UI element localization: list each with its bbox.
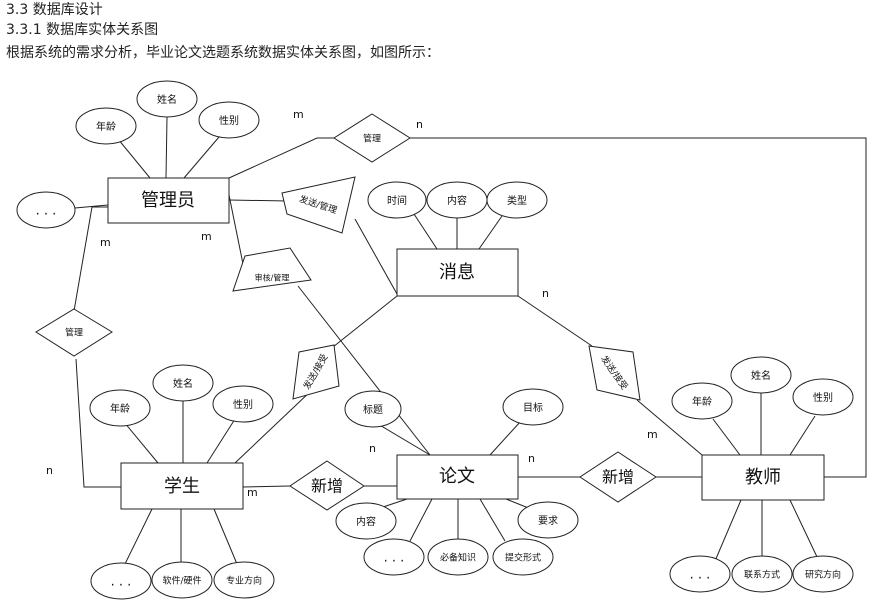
attr-tea-gender-label: 性别 — [813, 391, 833, 404]
attr-tea-name-label: 姓名 — [751, 369, 771, 382]
card-admin-student-m: m — [100, 236, 111, 249]
attr-stu-gender: 性别 — [212, 385, 274, 423]
rel-admin-teacher-label: 管理 — [363, 133, 381, 145]
attr-msg-time-label: 时间 — [387, 194, 407, 207]
attr-tea-more-label: . . . — [690, 568, 711, 583]
attr-stu-name-label: 姓名 — [173, 377, 193, 390]
attr-admin-gender: 性别 — [198, 101, 260, 139]
card-student-admin-n: n — [46, 464, 53, 477]
attr-th-require: 要求 — [517, 501, 579, 539]
entity-thesis: 论文 — [396, 454, 519, 500]
rel-student-thesis: 新增 — [289, 460, 365, 511]
attr-msg-time: 时间 — [367, 181, 427, 219]
entity-teacher-label: 教师 — [745, 467, 781, 488]
attr-th-goal-label: 目标 — [523, 402, 543, 414]
attr-admin-age: 年龄 — [75, 107, 137, 145]
card-thesis-n-left: n — [369, 442, 376, 455]
attr-th-submit-label: 提交形式 — [505, 552, 541, 564]
attr-th-submit: 提交形式 — [492, 538, 554, 576]
attr-tea-research-label: 研究方向 — [805, 569, 841, 581]
attr-tea-research: 研究方向 — [792, 555, 854, 593]
rel-admin-thesis: 审核/管理 — [232, 247, 312, 292]
attr-tea-gender: 性别 — [792, 378, 854, 416]
attr-admin-more-label: . . . — [36, 204, 57, 219]
card-admin-teacher-n: n — [416, 118, 423, 131]
attr-stu-gender-label: 性别 — [233, 398, 253, 411]
rel-message-teacher: 发送/接受 — [588, 345, 641, 401]
connector-lines — [73, 116, 867, 569]
attr-th-goal: 目标 — [502, 388, 564, 426]
rel-admin-thesis-label: 审核/管理 — [255, 273, 290, 283]
entity-admin: 管理员 — [107, 177, 230, 224]
subsection-heading: 3.3.1 数据库实体关系图 — [6, 22, 159, 38]
entity-thesis-label: 论文 — [439, 466, 475, 487]
card-thesis-n-right: n — [528, 452, 535, 465]
attr-msg-content: 内容 — [426, 181, 488, 219]
attr-stu-more-label: . . . — [111, 575, 132, 590]
attr-tea-contact-label: 联系方式 — [744, 569, 780, 581]
attr-tea-age: 年龄 — [671, 382, 733, 420]
attr-tea-age-label: 年龄 — [692, 395, 712, 408]
attr-msg-type: 类型 — [486, 181, 548, 219]
attr-th-knowledge-label: 必备知识 — [440, 552, 476, 564]
attr-th-content: 内容 — [335, 502, 397, 540]
attr-admin-name: 姓名 — [136, 80, 198, 118]
entity-student-label: 学生 — [164, 476, 200, 497]
attr-th-title-label: 标题 — [363, 404, 383, 416]
attr-msg-type-label: 类型 — [507, 194, 527, 207]
rel-admin-student-label: 管理 — [65, 327, 83, 339]
attr-tea-more: . . . — [669, 555, 731, 593]
attr-stu-major-label: 专业方向 — [226, 575, 262, 587]
attr-th-content-label: 内容 — [356, 515, 376, 528]
entity-message-label: 消息 — [439, 262, 475, 283]
attr-th-require-label: 要求 — [538, 515, 558, 527]
entity-student: 学生 — [120, 462, 244, 510]
attr-stu-more: . . . — [90, 562, 152, 600]
attr-tea-name: 姓名 — [730, 356, 792, 394]
card-student-m: m — [247, 486, 258, 499]
attr-stu-major: 专业方向 — [213, 561, 275, 599]
card-teacher-message-m: m — [647, 428, 658, 441]
entity-teacher: 教师 — [701, 454, 825, 501]
attr-admin-more: . . . — [16, 191, 76, 229]
section-heading: 3.3 数据库设计 — [6, 2, 103, 18]
rel-teacher-thesis: 新增 — [579, 451, 657, 503]
attr-th-more: . . . — [363, 538, 425, 576]
attr-admin-gender-label: 性别 — [219, 114, 239, 127]
attr-stu-software: 软件/硬件 — [151, 561, 213, 599]
attr-stu-name: 姓名 — [152, 364, 214, 402]
attr-tea-contact: 联系方式 — [731, 555, 793, 593]
card-message-n: n — [542, 287, 549, 300]
rel-admin-teacher: 管理 — [333, 113, 411, 163]
attr-stu-age: 年龄 — [89, 389, 151, 427]
entity-admin-label: 管理员 — [141, 190, 195, 211]
rel-student-message: 发送/接受 — [292, 344, 340, 400]
attr-th-knowledge: 必备知识 — [427, 538, 489, 576]
attr-th-title: 标题 — [344, 390, 402, 428]
intro-text: 根据系统的需求分析，毕业论文选题系统数据实体关系图，如图所示： — [6, 45, 440, 61]
attr-admin-name-label: 姓名 — [157, 93, 177, 106]
card-admin-teacher-m: m — [293, 108, 304, 121]
attr-th-more-label: . . . — [384, 551, 405, 566]
attr-msg-content-label: 内容 — [447, 194, 467, 207]
rel-admin-student: 管理 — [35, 308, 113, 357]
rel-admin-message: 发送/管理 — [281, 176, 356, 234]
attr-admin-age-label: 年龄 — [96, 120, 116, 133]
attr-stu-age-label: 年龄 — [110, 402, 130, 415]
rel-teacher-thesis-label: 新增 — [602, 468, 634, 487]
card-admin-m: m — [201, 230, 212, 243]
attr-stu-software-label: 软件/硬件 — [162, 575, 201, 587]
rel-student-thesis-label: 新增 — [311, 477, 343, 496]
entity-message: 消息 — [396, 248, 519, 297]
